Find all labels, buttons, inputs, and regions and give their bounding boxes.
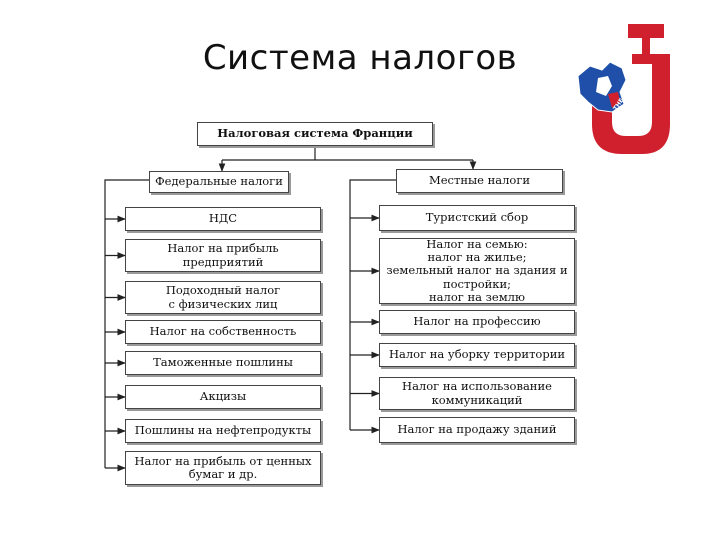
federal-item: Налог на прибыль от ценных бумаг и др. (125, 451, 321, 485)
root-connector (222, 146, 473, 161)
local-item: Налог на семью: налог на жилье; земельны… (379, 237, 575, 304)
local-item: Налог на продажу зданий (379, 417, 575, 443)
federal-item: Таможенные пошлины (125, 351, 321, 375)
local-item-arrows (350, 214, 380, 434)
federal-item: Подоходный налог с физических лиц (125, 281, 321, 314)
federal-item: НДС (125, 207, 321, 231)
taxes-logo (577, 24, 670, 154)
local-item: Туристский сбор (379, 205, 575, 231)
france-map-icon (577, 61, 627, 113)
federal-item: Налог на прибыль предприятий (125, 239, 321, 272)
federal-spine (104, 179, 149, 468)
root-node: Налоговая система Франции (197, 122, 433, 146)
local-header: Местные налоги (396, 169, 563, 193)
local-item: Налог на профессию (379, 310, 575, 334)
page-title: Система налогов (202, 38, 518, 78)
federal-item-arrows (105, 215, 126, 472)
federal-item: Акцизы (125, 385, 321, 409)
local-spine (349, 179, 396, 430)
federal-item: Налог на собственность (125, 320, 321, 344)
local-item: Налог на использование коммуникаций (379, 377, 575, 410)
federal-header: Федеральные налоги (149, 171, 289, 193)
federal-item: Пошлины на нефтепродукты (125, 419, 321, 443)
local-item: Налог на уборку территории (379, 343, 575, 367)
